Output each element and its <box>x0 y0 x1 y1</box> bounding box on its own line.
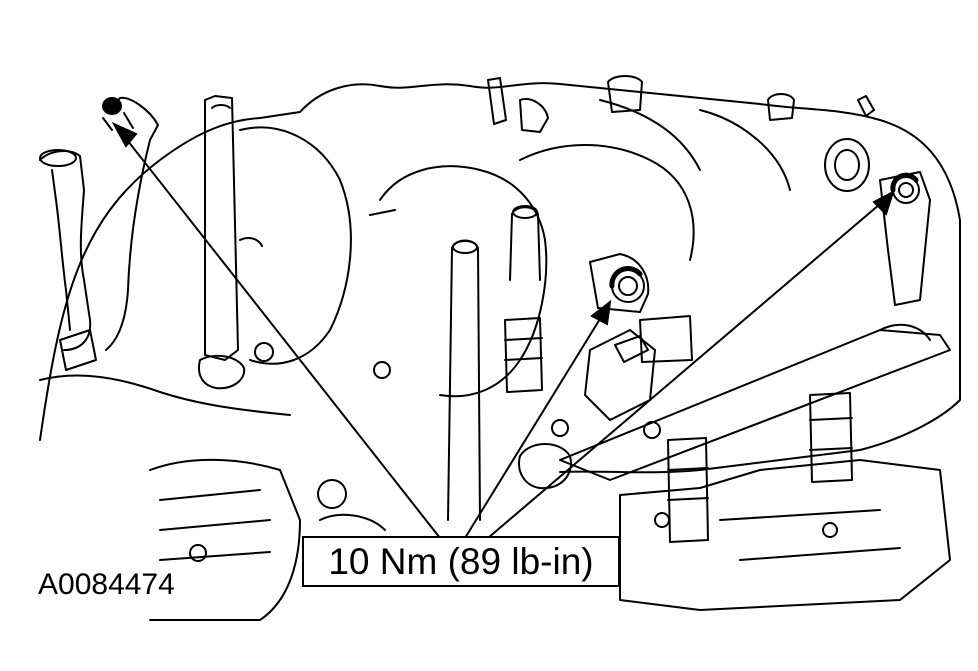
torque-callout: 10 Nm (89 lb-in) <box>302 536 620 587</box>
right-lower-frame <box>619 459 951 611</box>
sensor-housing <box>589 253 650 313</box>
injector-right <box>809 392 853 483</box>
left-bolt <box>102 97 122 115</box>
arrowhead-left <box>111 121 138 148</box>
fuel-rail <box>559 329 951 481</box>
arrowhead-center <box>590 299 612 326</box>
torque-callout-text: 10 Nm (89 lb-in) <box>328 540 594 582</box>
injector-center <box>667 437 709 543</box>
injector-left <box>504 317 543 393</box>
left-runner-tube <box>105 96 159 351</box>
manifold-lobe-left <box>239 126 352 365</box>
leader-line-center <box>464 313 604 539</box>
leader-line-left <box>123 135 441 539</box>
center-column <box>447 239 481 521</box>
top-fitting-1 <box>487 77 549 133</box>
right-port <box>824 138 870 192</box>
lower-housing <box>149 458 301 621</box>
intake-manifold-outline <box>39 82 961 474</box>
lower-bolt <box>189 544 207 562</box>
dipstick-tube <box>39 150 92 351</box>
manifold-lobe-right <box>519 144 695 261</box>
right-bracket <box>879 171 931 306</box>
top-fitting-2 <box>607 75 643 113</box>
figure-id-label: A0084474 <box>38 568 175 601</box>
top-fitting-3 <box>767 93 875 121</box>
manifold-lobe-center <box>379 165 548 398</box>
center-runner <box>204 95 239 361</box>
leader-line-right <box>487 203 881 539</box>
arrowhead-right <box>872 189 895 216</box>
leader-lines <box>111 121 895 539</box>
